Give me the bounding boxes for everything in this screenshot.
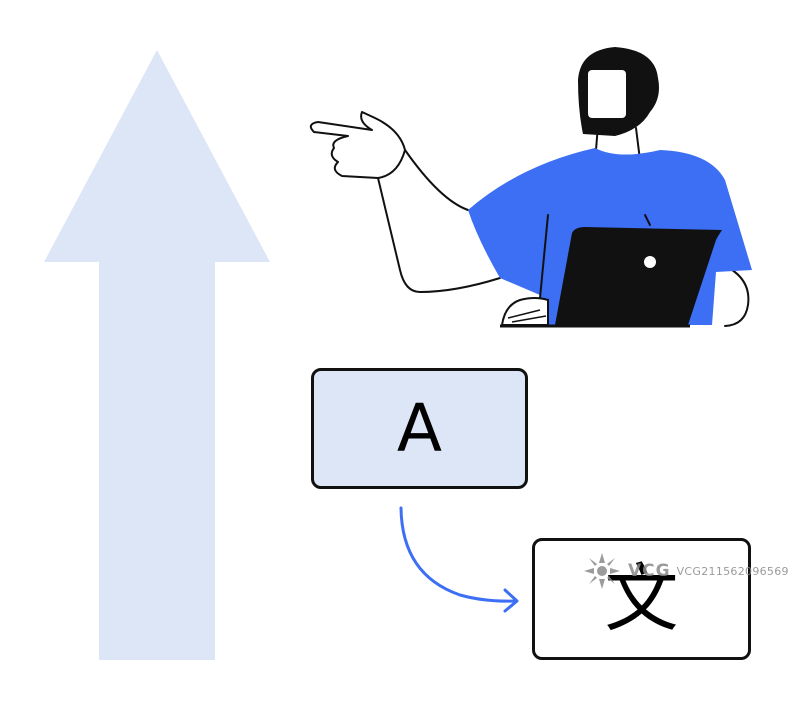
target-character: 文 [604,556,679,642]
pointing-hand [309,111,406,179]
source-letter-card: A [311,368,528,489]
laptop-icon [500,227,722,328]
head [578,47,659,136]
target-character-card: 文 [532,538,751,660]
source-letter: A [396,389,443,467]
